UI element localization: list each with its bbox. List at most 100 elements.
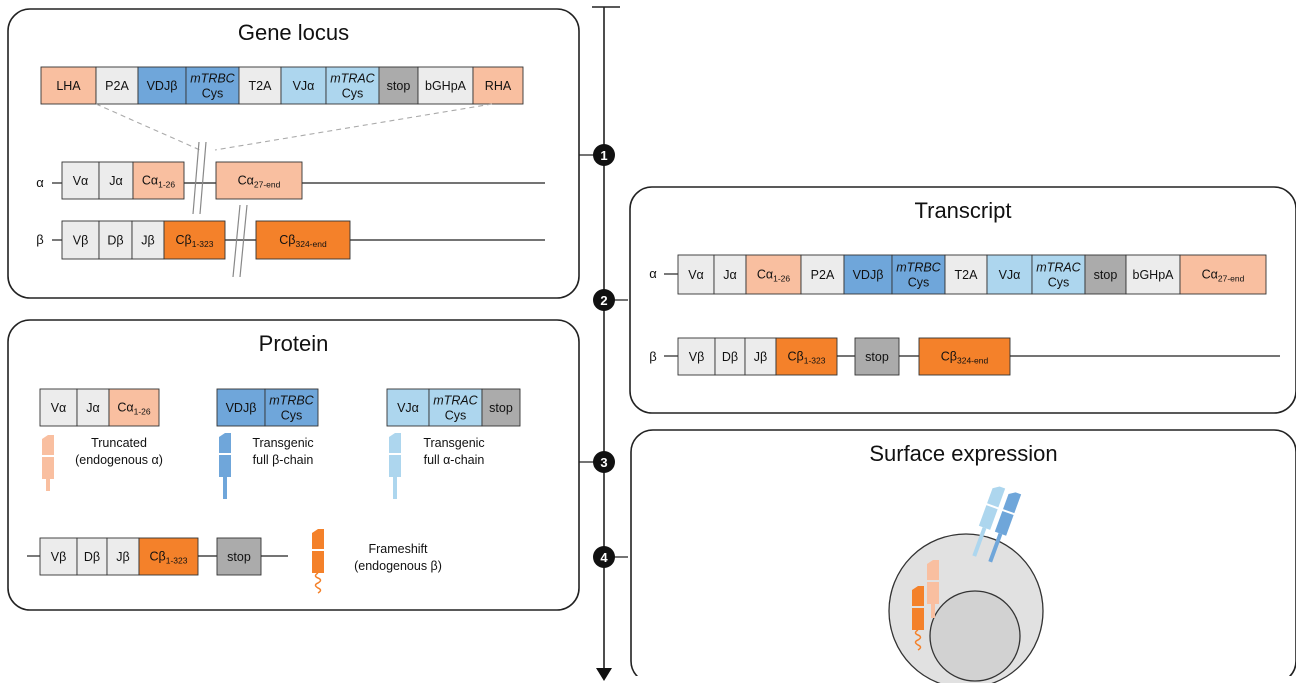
constant-name: Cα: [117, 401, 133, 415]
constant-range: 1-26: [134, 407, 151, 417]
constant-name: Cα: [238, 174, 254, 188]
block-label: T2A: [955, 268, 979, 282]
variable-domain: [912, 586, 924, 606]
gene-name: mTRBC: [896, 261, 941, 275]
block-stop: stop: [481, 388, 521, 427]
block-box: [745, 254, 802, 295]
block-stop: stop: [216, 537, 262, 576]
constant-name: Cα: [757, 268, 773, 282]
block-t2a: T2A: [238, 66, 282, 105]
block-label: VJα: [293, 79, 315, 93]
block-box: [1031, 254, 1086, 295]
block-label: VDJβ: [226, 401, 257, 415]
constant-label: Cα27-end: [1202, 268, 1245, 284]
constant-label: Cβ324-end: [941, 350, 989, 366]
block-ca2: Cα27-end: [1179, 254, 1267, 295]
break-mark: [192, 141, 200, 215]
block-cb1: Cβ1-323: [775, 337, 838, 376]
block-ca2: Cα27-end: [215, 161, 303, 200]
step-marker: 4: [593, 546, 628, 568]
block-label: Jα: [723, 268, 736, 282]
constant-range: 1-323: [804, 356, 826, 366]
block-box: [1084, 254, 1127, 295]
block-label: stop: [227, 550, 251, 564]
cys-label: Cys: [281, 409, 303, 423]
constant-range: 27-end: [1218, 274, 1245, 284]
step-circle: [593, 451, 615, 473]
constant-range: 1-323: [192, 239, 214, 249]
legend-line: Truncated: [91, 436, 147, 450]
block-label: stop: [865, 350, 889, 364]
beta-label: β: [36, 232, 43, 247]
block-bghpa: bGHpA: [1125, 254, 1181, 295]
surface-tcr: [972, 486, 1022, 563]
surface-alpha-chain: [972, 486, 1006, 557]
insertion-guide: [214, 103, 493, 151]
step-number: 3: [600, 455, 607, 470]
block-box: [61, 220, 100, 260]
block-rha: RHA: [472, 66, 524, 105]
block-box: [1179, 254, 1267, 295]
block-label: Dβ: [722, 350, 738, 364]
block-label: T2A: [249, 79, 273, 93]
step-marker: 1: [578, 144, 615, 166]
block-box: [854, 337, 900, 376]
block-jb: Jβ: [131, 220, 165, 260]
block-box: [61, 161, 100, 200]
cys-label: Cys: [342, 87, 364, 101]
block-label: Vα: [51, 401, 67, 415]
block-label: VJα: [999, 268, 1021, 282]
block-box: [106, 537, 140, 576]
panel-title: Protein: [259, 331, 329, 356]
block-label: Jα: [109, 174, 122, 188]
block-box: [255, 220, 351, 260]
surface-beta-chain: [988, 492, 1022, 563]
constant-name: Cβ: [150, 550, 166, 564]
block-cb2: Cβ324-end: [918, 337, 1011, 376]
block-box: [481, 388, 521, 427]
constant-range: 27-end: [254, 180, 281, 190]
block-va: Vα: [39, 388, 78, 427]
block-box: [163, 220, 226, 260]
block-label: P2A: [105, 79, 129, 93]
block-box: [775, 337, 838, 376]
block-box: [986, 254, 1033, 295]
block-box: [944, 254, 988, 295]
transmembrane-segment: [393, 477, 397, 499]
constant-domain: [994, 510, 1014, 536]
transmembrane-segment: [931, 604, 935, 618]
block-ja: Jα: [98, 161, 134, 200]
block-ja: Jα: [76, 388, 110, 427]
constant-label: Cα1-26: [117, 401, 151, 417]
variable-domain: [1003, 492, 1022, 514]
block-label: LHA: [56, 79, 81, 93]
block-box: [132, 161, 185, 200]
block-label: stop: [1094, 268, 1118, 282]
block-box: [131, 220, 165, 260]
block-vja: VJα: [386, 388, 430, 427]
block-jb: Jβ: [106, 537, 140, 576]
constant-label: Cβ324-end: [279, 233, 327, 249]
block-box: [40, 66, 97, 105]
block-label: Jβ: [116, 550, 129, 564]
block-p2a: P2A: [800, 254, 845, 295]
surface-panel: Surface expression: [630, 429, 1296, 683]
block-box: [472, 66, 524, 105]
variable-domain: [219, 433, 231, 453]
variable-domain: [389, 433, 401, 453]
block-label: Jβ: [754, 350, 767, 364]
gene-name: mTRAC: [433, 394, 478, 408]
constant-range: 1-26: [158, 180, 175, 190]
block-jb: Jβ: [744, 337, 777, 376]
constant-domain: [927, 582, 939, 604]
truncated-alpha-chain: [42, 435, 54, 491]
block-label: stop: [489, 401, 513, 415]
block-stop: stop: [378, 66, 419, 105]
legend-line: Frameshift: [368, 542, 428, 556]
constant-label: Cα1-26: [757, 268, 791, 284]
cell-nucleus: [929, 590, 1021, 682]
step-circle: [593, 144, 615, 166]
block-box: [744, 337, 777, 376]
